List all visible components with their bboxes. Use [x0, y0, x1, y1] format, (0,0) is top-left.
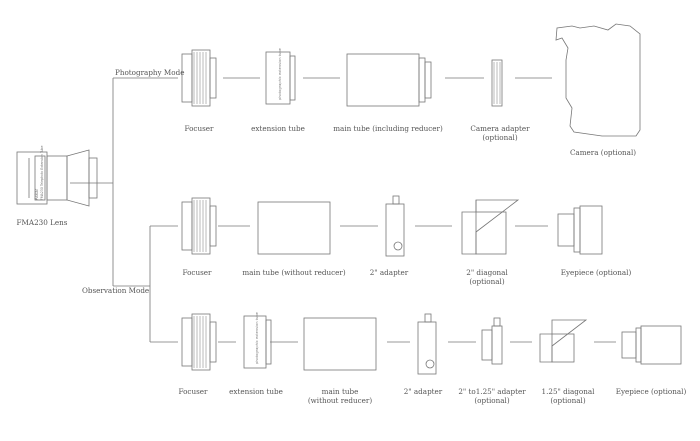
row3-extension-tube-label: extension tube	[229, 387, 283, 396]
row1-extension-tube-label: extension tube	[251, 124, 305, 133]
row3-focuser	[181, 313, 217, 371]
row1-main-tube-label: main tube (including reducer)	[333, 124, 443, 133]
row1-camera-adapter	[491, 59, 503, 107]
row2-diagonal-label: 2" diagonal (optional)	[466, 268, 508, 286]
observation-mode-label: Observation Mode	[82, 286, 150, 295]
row2-main-tube	[257, 201, 331, 255]
row1-extension-engraving: photographic extension tube	[278, 47, 282, 100]
row3-eyepiece-label: Eyepiece (optional)	[615, 387, 687, 396]
lens-engraving: FMA230 Telephoto Extension Tube	[40, 146, 44, 200]
row3-focuser-label: Focuser	[178, 387, 208, 396]
row3-extension-engraving: photographic extension tube	[255, 311, 259, 364]
lens-brand: Askar	[34, 188, 39, 200]
row3-eyepiece	[621, 325, 682, 365]
row3-125-diagonal	[539, 319, 588, 363]
row2-eyepiece-label: Eyepiece (optional)	[560, 268, 632, 277]
row1-extension-tube	[265, 51, 296, 105]
row1-main-tube	[346, 53, 432, 107]
row2-focuser	[181, 197, 217, 255]
row2-focuser-label: Focuser	[182, 268, 212, 277]
fma230-lens	[16, 149, 98, 207]
camera-body	[555, 23, 641, 137]
row3-2in-adapter	[417, 313, 437, 375]
row3-2-to-125-adapter-label: 2" to1.25" adapter (optional)	[458, 387, 526, 405]
row1-focuser	[181, 49, 217, 107]
row1-camera-adapter-label: Camera adapter (optional)	[470, 124, 530, 142]
row1-camera-label: Camera (optional)	[569, 148, 637, 157]
photography-mode-label: Photography Mode	[115, 68, 185, 77]
lens-label: FMA230 Lens	[16, 218, 68, 227]
row2-adapter-label: 2" adapter	[369, 268, 409, 277]
row2-eyepiece	[557, 205, 603, 255]
row3-2-to-125-adapter	[481, 317, 503, 365]
row2-main-tube-label: main tube (without reducer)	[242, 268, 346, 277]
row3-125-diagonal-label: 1.25" diagonal (optional)	[541, 387, 595, 405]
row3-main-tube	[303, 317, 377, 371]
branch-lines	[70, 77, 178, 343]
row3-adapter-label: 2" adapter	[403, 387, 443, 396]
row2-2in-diagonal	[461, 199, 520, 255]
row3-main-tube-label: main tube (without reducer)	[307, 387, 373, 405]
row2-2in-adapter	[385, 195, 405, 257]
row1-focuser-label: Focuser	[184, 124, 214, 133]
